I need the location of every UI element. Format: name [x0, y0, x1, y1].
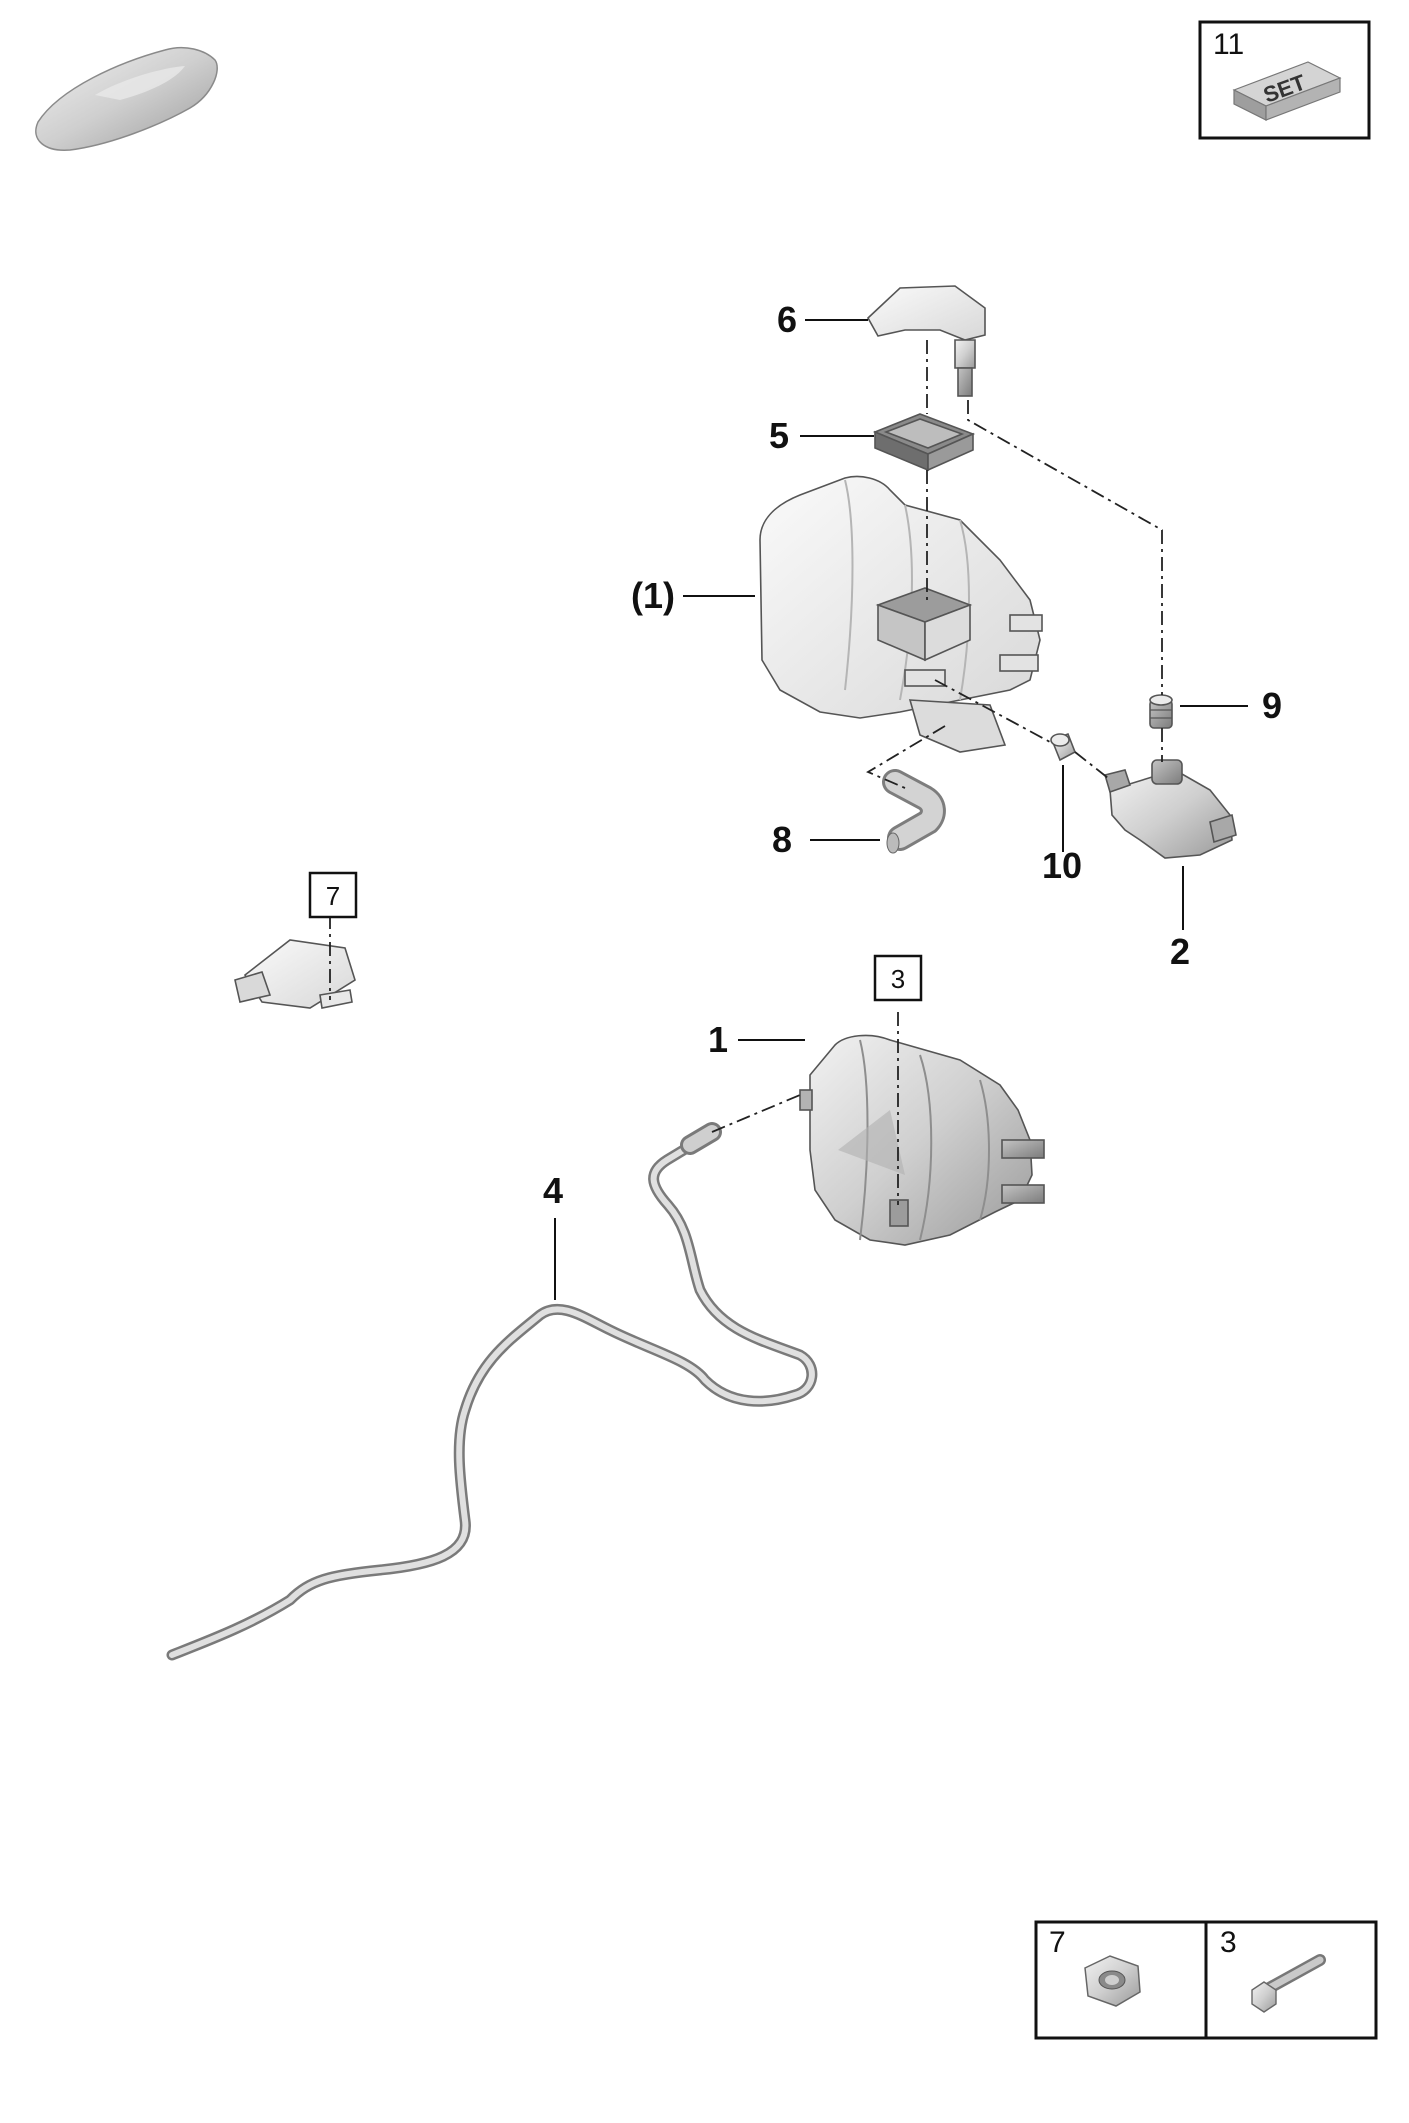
part-6-cover [866, 285, 986, 397]
connector-plug [234, 939, 356, 1009]
callout-10: 10 [1042, 845, 1082, 886]
hex-bolt-icon [1251, 1954, 1326, 2013]
callout-2: 2 [1170, 931, 1190, 972]
hardware-legend: 7 3 [1034, 1920, 1378, 2040]
boxed-ref-7-label: 7 [326, 881, 340, 911]
part-2-valve [1103, 759, 1237, 859]
legend-number-right: 3 [1220, 1926, 1237, 1959]
boxed-ref-3: 3 [873, 954, 923, 1002]
assembly-lines [329, 340, 1163, 1205]
boxed-ref-7: 7 [308, 871, 358, 919]
callout-9: 9 [1262, 685, 1282, 726]
car-silhouette-icon [35, 46, 218, 151]
part-1-canister-assembly [759, 475, 1043, 753]
callout-1-assembly: (1) [631, 575, 675, 616]
part-10-fitting [1050, 732, 1077, 762]
callout-8: 8 [772, 819, 792, 860]
set-box-number: 11 [1213, 28, 1244, 61]
part-1-canister [799, 1034, 1045, 1246]
boxed-ref-3-label: 3 [891, 964, 905, 994]
callout-5: 5 [769, 415, 789, 456]
part-4-hose-line [166, 1122, 818, 1661]
legend-number-left: 7 [1049, 1926, 1066, 1959]
callout-6: 6 [777, 299, 797, 340]
part-8-elbow-hose [882, 769, 946, 854]
callout-4: 4 [543, 1170, 563, 1211]
set-block-icon: SET [1232, 61, 1342, 121]
leader-lines [554, 319, 1248, 1300]
part-5-filter [872, 413, 976, 472]
callout-1: 1 [708, 1019, 728, 1060]
hex-flange-nut-icon [1084, 1955, 1141, 2007]
set-box: 11 SET [1198, 20, 1371, 140]
part-9-seal [1149, 694, 1173, 729]
